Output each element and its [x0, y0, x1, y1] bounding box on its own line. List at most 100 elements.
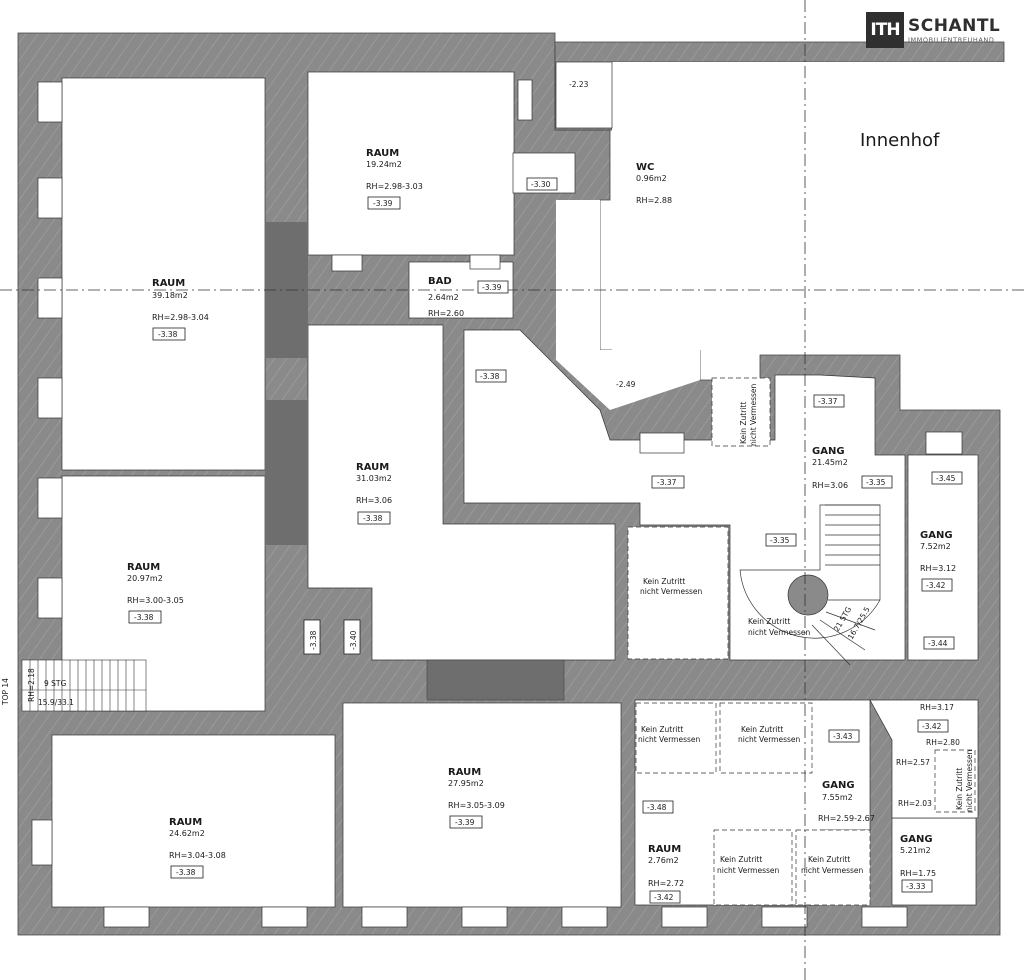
stairs-left-steps: 9 STG	[44, 679, 66, 688]
level-gang-top: -3.45	[936, 474, 956, 483]
room-raum-19	[307, 71, 515, 256]
label-gang-5-21: GANG	[900, 834, 933, 845]
restricted-room-6	[795, 829, 871, 906]
area-bad: 2.64m2	[428, 293, 459, 302]
restricted-label-3-l1: Kein Zutritt	[641, 725, 683, 734]
level-stair-landing: -3.35	[770, 536, 790, 545]
area-raum-27: 27.95m2	[448, 779, 484, 788]
area-gang-5-21: 5.21m2	[900, 846, 931, 855]
restricted-label-7-l1: Kein Zutritt	[955, 768, 964, 810]
area-raum-20: 20.97m2	[127, 574, 163, 583]
area-raum-24: 24.62m2	[169, 829, 205, 838]
courtyard-label: Innenhof	[860, 130, 940, 151]
area-wc: 0.96m2	[636, 174, 667, 183]
level-corridor-b: -3.37	[818, 397, 838, 406]
rh-raum-2-76: RH=2.72	[648, 879, 684, 888]
courtyard-top-nook	[555, 61, 613, 129]
restricted-label-4-l2: nicht Vermessen	[738, 735, 801, 744]
level-courtyard-corner: -2.49	[616, 380, 636, 389]
rh-bad: RH=2.60	[428, 309, 464, 318]
label-raum-24: RAUM	[169, 817, 202, 828]
label-gang-7-55: GANG	[822, 780, 855, 791]
restricted-label-5-l2: nicht Vermessen	[717, 866, 780, 875]
restricted-label-2-l1: Kein Zutritt	[643, 577, 685, 586]
logo-text: SCHANTL IMMOBILIENTREUHAND	[908, 16, 1000, 44]
restricted-room-1	[711, 377, 771, 447]
label-wc: WC	[636, 162, 654, 173]
level-niche-a: -3.38	[309, 630, 318, 650]
wall-block-center	[426, 659, 565, 701]
restricted-label-3-l2: nicht Vermessen	[638, 735, 701, 744]
windows-bottom	[103, 79, 963, 928]
label-gang-7-52: GANG	[920, 530, 953, 541]
rh-small-a: RH=3.17	[920, 703, 954, 712]
area-gang-7-55: 7.55m2	[822, 793, 853, 802]
rh-small-b: RH=2.80	[926, 738, 960, 747]
level-raum-24: -3.38	[176, 868, 196, 877]
level-gang-5-21: -3.33	[906, 882, 926, 891]
restricted-label-2-l2: nicht Vermessen	[640, 587, 703, 596]
rh-raum-19: RH=2.98-3.03	[366, 182, 423, 191]
label-raum-31: RAUM	[356, 462, 389, 473]
area-gang-21: 21.45m2	[812, 458, 848, 467]
level-gang-7-52: -3.42	[926, 581, 946, 590]
rh-raum-27: RH=3.05-3.09	[448, 801, 505, 810]
logo-subtitle: IMMOBILIENTREUHAND	[908, 36, 995, 44]
restricted-label-7-l2: nicht Vermessen	[965, 749, 974, 812]
label-raum-19: RAUM	[366, 148, 399, 159]
level-courtyard-top: -2.23	[569, 80, 589, 89]
level-gang-bottom: -3.44	[928, 639, 948, 648]
level-corridor-a: -3.38	[480, 372, 500, 381]
level-raum-39: -3.38	[158, 330, 178, 339]
level-raum-19: -3.39	[373, 199, 393, 208]
wall-block-left	[265, 400, 308, 545]
restricted-label-1-l2: nicht Vermessen	[749, 383, 758, 446]
restricted-room-2	[627, 526, 729, 660]
level-raum-2-76: -3.42	[654, 893, 674, 902]
level-raum-27: -3.39	[455, 818, 475, 827]
restricted-room-7	[934, 749, 976, 813]
room-raum-31	[307, 324, 616, 661]
rh-raum-24: RH=3.04-3.08	[169, 851, 226, 860]
restricted-label-stair-l1: Kein Zutritt	[748, 617, 790, 626]
rh-small-c: RH=2.57	[896, 758, 930, 767]
side-label: TOP 14	[1, 678, 10, 706]
rh-raum-39: RH=2.98-3.04	[152, 313, 209, 322]
area-raum-19: 19.24m2	[366, 160, 402, 169]
label-raum-2-76: RAUM	[648, 844, 681, 855]
level-right-small: -3.42	[922, 722, 942, 731]
restricted-label-stair-l2: nicht Vermessen	[748, 628, 811, 637]
rh-gang-7-52: RH=3.12	[920, 564, 956, 573]
stairs-left	[21, 659, 147, 712]
room-gang-7-52	[907, 454, 979, 661]
room-raum-27	[342, 702, 622, 908]
rh-raum-31: RH=3.06	[356, 496, 392, 505]
area-gang-7-52: 7.52m2	[920, 542, 951, 551]
logo-mark: ITH	[866, 12, 904, 48]
area-raum-39: 39.18m2	[152, 291, 188, 300]
level-niche-b: -3.40	[349, 630, 358, 650]
level-corridor-c: -3.37	[657, 478, 677, 487]
level-bad: -3.39	[482, 283, 502, 292]
windows-left	[31, 81, 63, 866]
restricted-label-6-l1: Kein Zutritt	[808, 855, 850, 864]
label-raum-39: RAUM	[152, 278, 185, 289]
label-raum-20: RAUM	[127, 562, 160, 573]
restricted-label-5-l1: Kein Zutritt	[720, 855, 762, 864]
label-gang-21: GANG	[812, 446, 845, 457]
level-lower-gang-b: -3.48	[647, 803, 667, 812]
rh-gang-21: RH=3.06	[812, 481, 848, 490]
area-raum-31: 31.03m2	[356, 474, 392, 483]
courtyard-notch	[556, 200, 700, 410]
restricted-room-5	[713, 829, 793, 906]
restricted-label-6-l2: nicht Vermessen	[801, 866, 864, 875]
restricted-room-4	[719, 702, 813, 774]
level-lower-gang-a: -3.43	[833, 732, 853, 741]
logo-name: SCHANTL	[908, 16, 1001, 36]
level-gang-21: -3.35	[866, 478, 886, 487]
company-logo: ITH SCHANTL IMMOBILIENTREUHAND	[866, 12, 1000, 48]
level-raum-31: -3.38	[363, 514, 383, 523]
level-wc: -3.30	[531, 180, 551, 189]
restricted-room-3	[635, 702, 717, 774]
